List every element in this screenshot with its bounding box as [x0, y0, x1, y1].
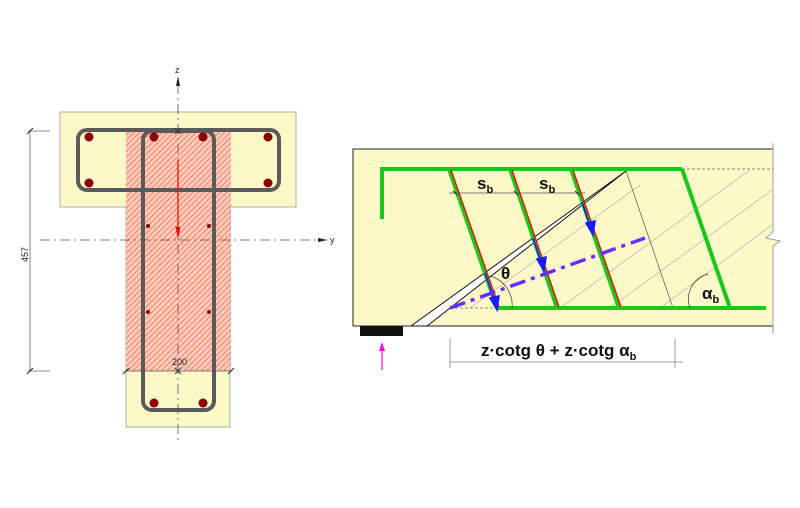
- y-axis-label: y: [330, 235, 335, 245]
- beam-elevation: θ αb sb sb z·cotg θ + z·cotg αb: [352, 143, 781, 370]
- spacing-label-1: sb: [477, 174, 493, 196]
- z-axis-label: z: [175, 65, 180, 75]
- length-dimension-label: z·cotg θ + z·cotg αb: [481, 341, 637, 363]
- alpha-label: αb: [702, 284, 719, 306]
- theta-label: θ: [501, 264, 510, 283]
- y-axis-arrow-icon: [318, 238, 328, 242]
- height-dimension: 457: [20, 247, 30, 262]
- break-line: [765, 143, 781, 334]
- width-dimension: 200: [172, 357, 187, 367]
- spacing-label-2: sb: [539, 174, 555, 196]
- bearing-support: [360, 326, 403, 336]
- centroid-mark-icon: [174, 127, 182, 135]
- stirrup-4: [680, 168, 732, 309]
- centroid-mark-bottom-icon: [174, 367, 182, 375]
- top-bar: [380, 167, 682, 219]
- reaction-arrow-head-icon: [379, 342, 385, 351]
- shear-crack: [409, 170, 627, 327]
- force-arrow-head-icon: [175, 227, 181, 239]
- stirrup-3: [569, 168, 621, 309]
- stirrup-force-arrows: [484, 201, 596, 313]
- rebars: [84, 132, 273, 408]
- compression-strut: [449, 236, 646, 310]
- z-axis-arrow-icon: [176, 76, 180, 86]
- t-section: z y 457 200: [20, 65, 335, 442]
